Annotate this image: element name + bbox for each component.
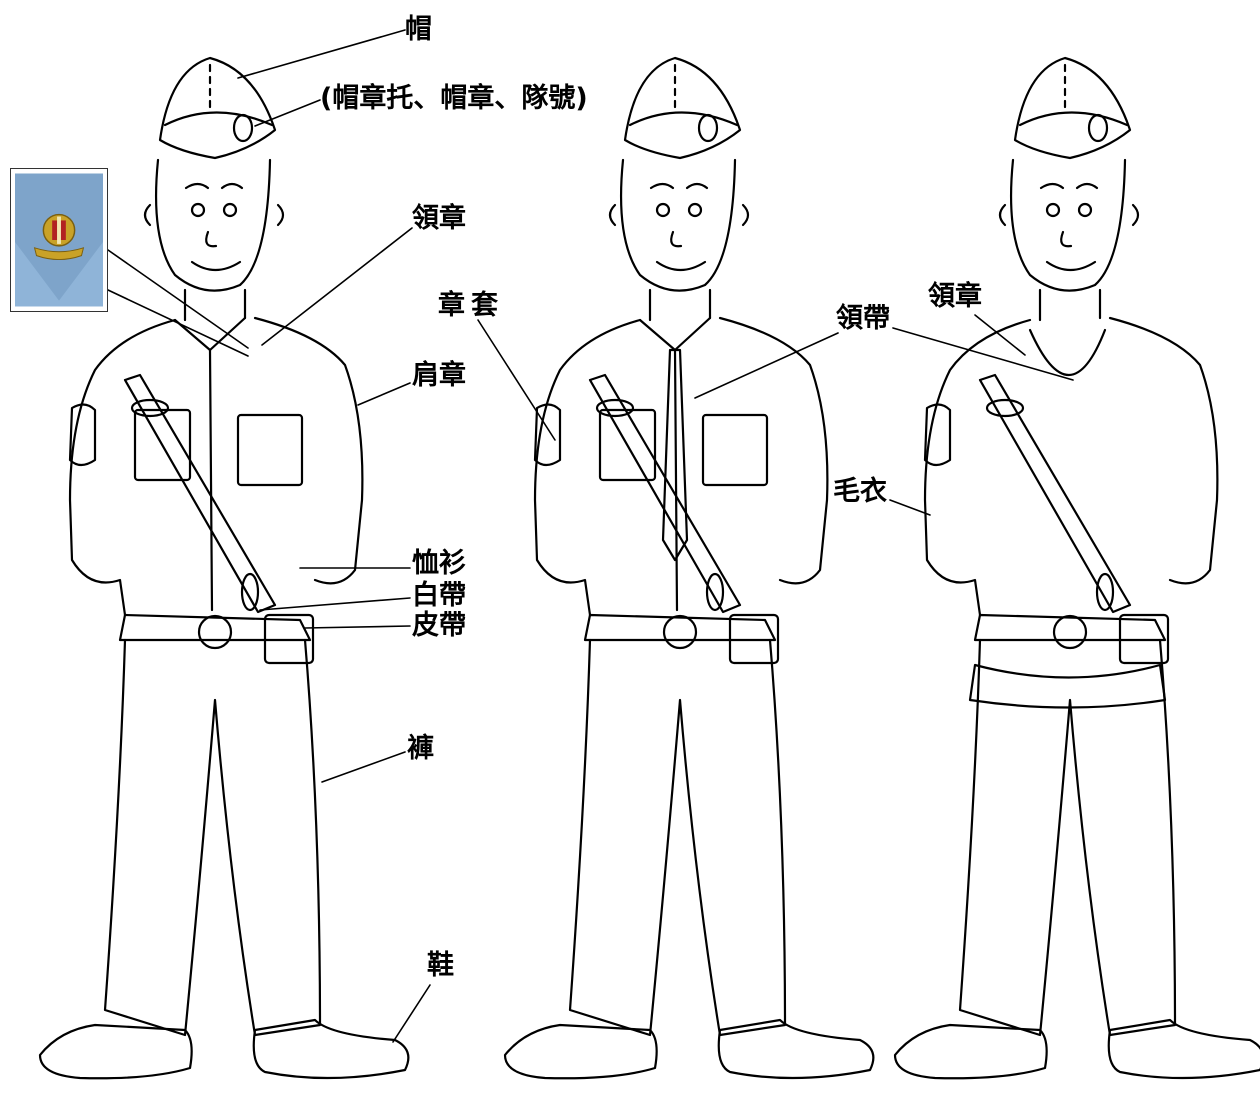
belt	[973, 613, 1167, 642]
label-shoulder-badge: 肩章	[412, 360, 466, 391]
left-shoe	[38, 1023, 193, 1080]
pouch	[263, 613, 315, 665]
label-shoes: 鞋	[427, 950, 454, 981]
eye	[687, 202, 703, 218]
eye	[655, 202, 671, 218]
hat	[158, 56, 277, 160]
ear	[276, 203, 285, 227]
eye	[1077, 202, 1093, 218]
belt-buckle	[662, 614, 698, 650]
belt-buckle	[197, 614, 233, 650]
left-arm	[923, 318, 1032, 617]
neck	[1038, 288, 1102, 322]
leader-lines	[107, 29, 1074, 1043]
label-badge-cover: 章套	[438, 290, 504, 321]
nose	[1060, 230, 1073, 248]
right-shoe	[252, 1018, 410, 1080]
belt-buckle	[1052, 614, 1088, 650]
hat-badge	[1087, 113, 1109, 143]
mouth	[655, 260, 707, 272]
label-hat-parts: (帽章托、帽章、隊號)	[320, 83, 588, 114]
arm-badge	[923, 403, 952, 467]
eye	[222, 202, 238, 218]
label-leather-belt: 皮帶	[412, 610, 466, 641]
eye	[190, 202, 206, 218]
right-shoe	[717, 1018, 875, 1080]
right-arm	[253, 316, 364, 585]
label-sweater: 毛衣	[833, 476, 887, 507]
label-shirt: 恤衫	[412, 548, 466, 579]
arm-badge	[68, 403, 97, 467]
pocket	[236, 413, 304, 487]
collar	[638, 316, 712, 352]
ear	[998, 203, 1007, 227]
trousers	[568, 638, 787, 1037]
trousers	[103, 638, 322, 1037]
label-collar-badge-sweater: 領章	[928, 281, 982, 312]
mouth	[190, 260, 242, 272]
placket	[673, 348, 679, 612]
left-shoe	[503, 1023, 658, 1080]
ear	[741, 203, 750, 227]
figure-tie	[503, 56, 875, 1080]
label-hat: 帽	[405, 14, 432, 45]
collar-badge-image	[15, 173, 103, 307]
ear	[1131, 203, 1140, 227]
tie	[661, 348, 689, 562]
right-arm	[1108, 316, 1219, 585]
nose	[205, 230, 218, 248]
left-arm	[533, 318, 642, 617]
head	[619, 158, 737, 292]
right-shoe	[1107, 1018, 1260, 1080]
label-collar-badge: 領章	[412, 203, 466, 234]
label-trousers: 褲	[407, 733, 434, 764]
sweater-hem	[968, 663, 1167, 709]
pocket	[598, 408, 657, 482]
sweater-neckline	[1028, 328, 1107, 376]
trousers	[958, 638, 1177, 1037]
ear	[608, 203, 617, 227]
label-tie: 領帶	[836, 303, 890, 334]
white-sash	[588, 373, 742, 614]
hat-badge	[697, 113, 719, 143]
white-sash	[123, 373, 277, 614]
belt	[118, 613, 312, 642]
label-white-belt: 白帶	[412, 580, 466, 611]
left-arm	[68, 318, 177, 617]
ear	[143, 203, 152, 227]
mouth	[1045, 260, 1097, 272]
pouch	[728, 613, 780, 665]
pocket	[133, 408, 192, 482]
left-shoe	[893, 1023, 1048, 1080]
arm-badge	[533, 403, 562, 467]
figure-shirt	[38, 56, 410, 1080]
placket	[208, 348, 214, 612]
nose	[670, 230, 683, 248]
belt	[583, 613, 777, 642]
hat-badge	[232, 113, 254, 143]
hat	[1013, 56, 1132, 160]
pouch	[1118, 613, 1170, 665]
white-sash	[978, 373, 1132, 614]
neck	[183, 288, 247, 322]
pocket	[701, 413, 769, 487]
head	[1009, 158, 1127, 292]
collar	[173, 316, 247, 352]
eye	[1045, 202, 1061, 218]
neck	[648, 288, 712, 322]
collar-badge-photo	[10, 168, 108, 312]
figure-sweater	[893, 56, 1260, 1080]
right-arm	[718, 316, 829, 585]
hat	[623, 56, 742, 160]
head	[154, 158, 272, 292]
